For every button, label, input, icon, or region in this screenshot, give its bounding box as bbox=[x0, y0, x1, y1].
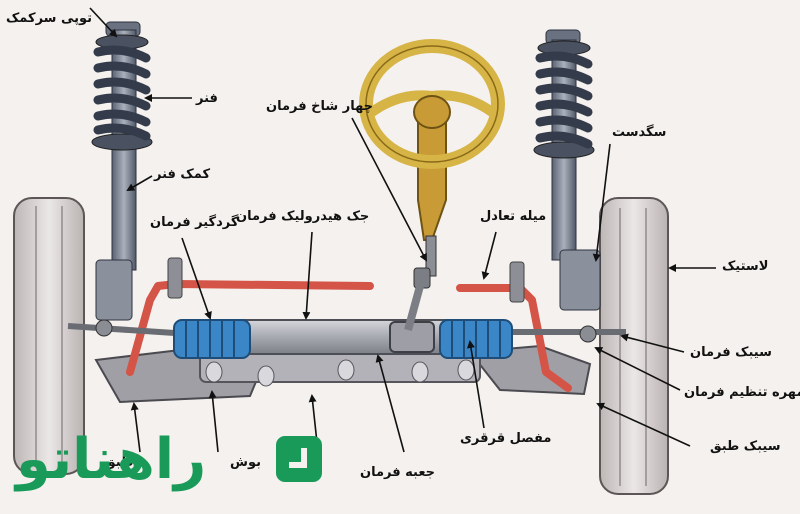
stabilizer-bar bbox=[126, 280, 572, 392]
right-tire bbox=[599, 197, 669, 495]
watermark-text: راهناتو bbox=[16, 427, 208, 492]
watermark-logo-icon bbox=[276, 436, 322, 482]
label-shock-absorber: کمک فنر bbox=[154, 167, 211, 182]
right-steering-boot bbox=[439, 319, 513, 359]
label-steering-joint: چهار شاخ فرمان bbox=[266, 99, 374, 114]
leader-lines bbox=[89, 7, 716, 453]
label-partial-2: بوش bbox=[230, 455, 261, 470]
steering-column bbox=[404, 117, 447, 332]
left-tie-rod bbox=[67, 323, 191, 337]
label-hydraulic-rack: جک هیدرولیک فرمان bbox=[236, 209, 370, 224]
subframe-bushings bbox=[205, 359, 475, 387]
left-tie-rod-end bbox=[95, 319, 113, 337]
label-universal-joint: مفصل قرقری bbox=[460, 431, 552, 446]
label-adjusting-nut: مهره تنظیم فرمان bbox=[684, 385, 800, 400]
right-spring bbox=[535, 51, 593, 149]
left-spring bbox=[93, 45, 151, 141]
label-knuckle: سگدست bbox=[612, 125, 667, 140]
right-tie-rod-end bbox=[579, 325, 597, 343]
label-spring: فنر bbox=[196, 91, 218, 106]
label-steering-boot: گردگیر فرمان bbox=[150, 215, 239, 230]
label-partial-1: طبق bbox=[104, 455, 134, 470]
label-stabilizer-bar: میله تعادل bbox=[480, 209, 547, 224]
label-strut-cap: توپی سرکمک bbox=[6, 11, 93, 26]
left-steering-boot bbox=[173, 319, 251, 359]
label-tire: لاستیک bbox=[722, 259, 769, 274]
steering-wheel bbox=[359, 39, 505, 169]
label-ball-joint: سیبک طبق bbox=[710, 439, 781, 454]
left-tire bbox=[13, 197, 85, 475]
label-steering-box: جعبه فرمان bbox=[360, 465, 436, 480]
label-tie-rod: سیبک فرمان bbox=[690, 345, 772, 360]
stabilizer-links bbox=[167, 257, 525, 303]
